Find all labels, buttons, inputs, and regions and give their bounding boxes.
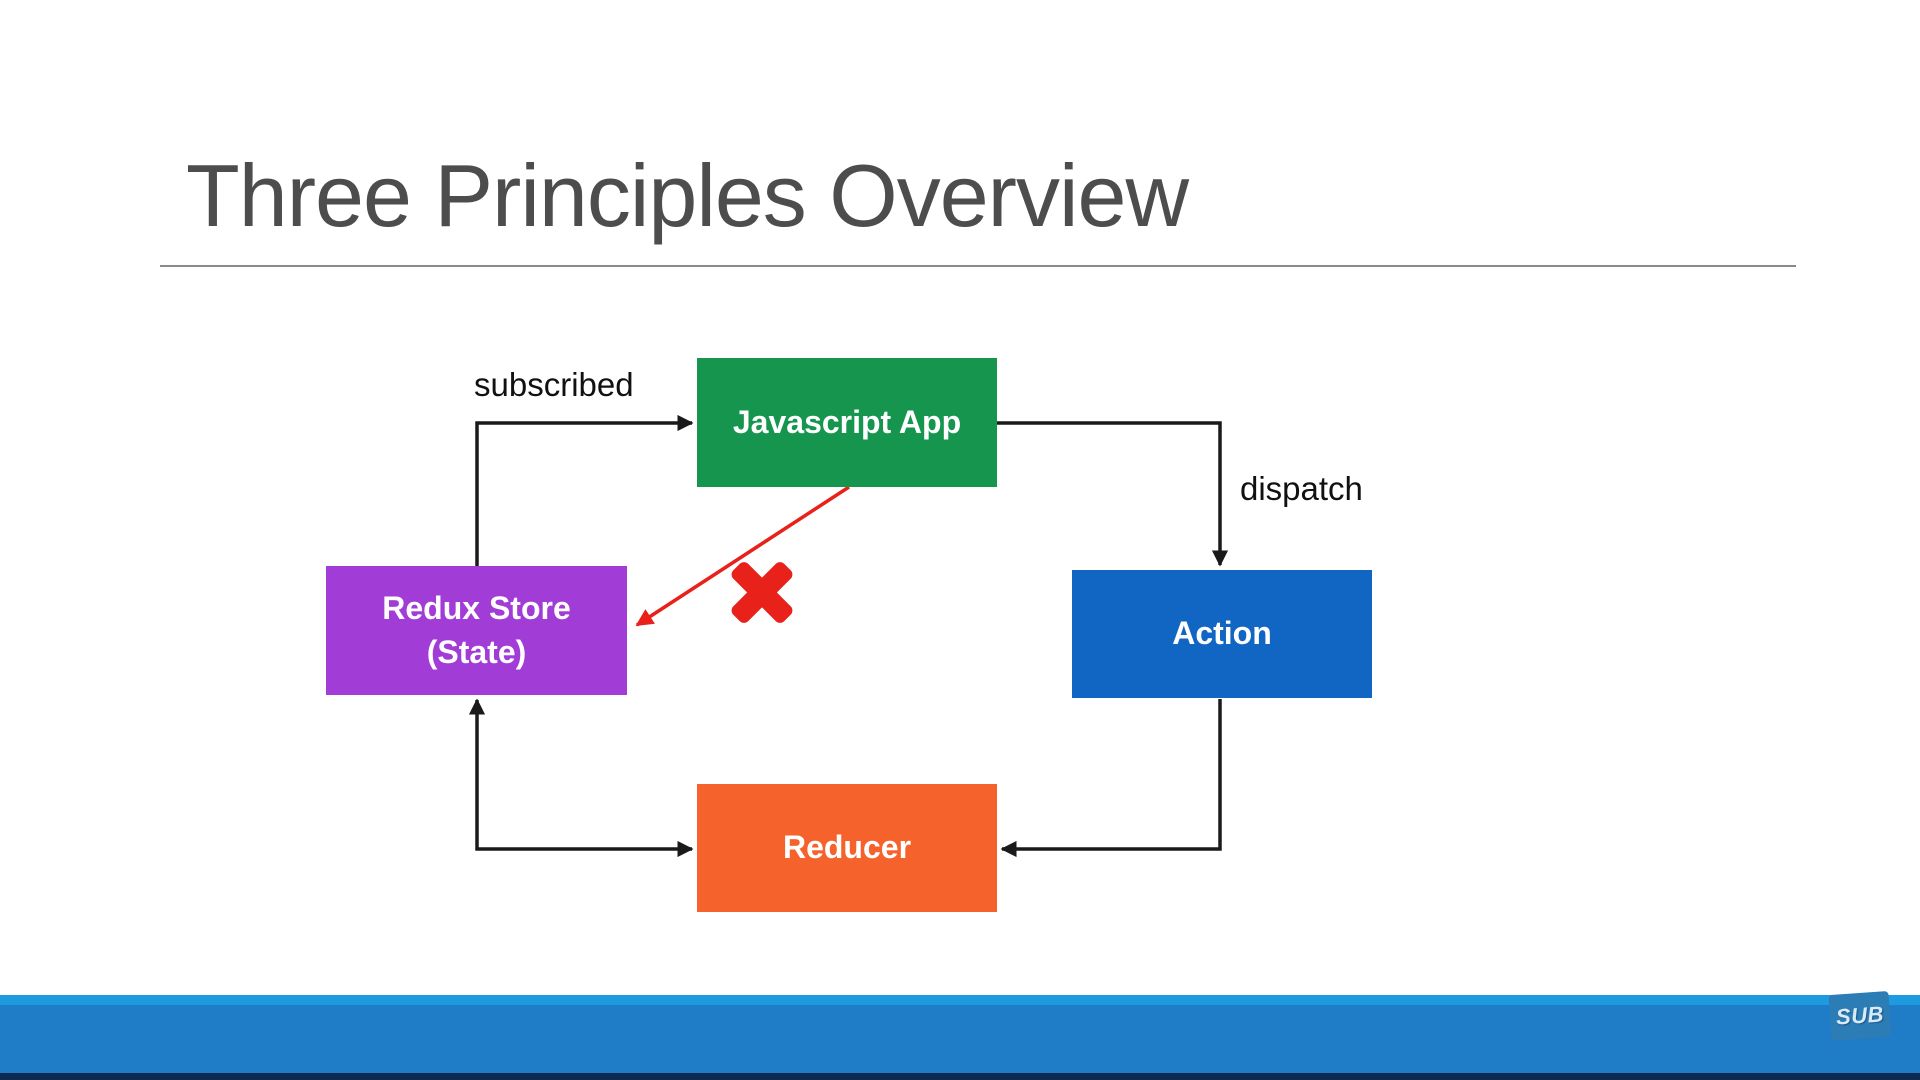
connector-subscribed (475, 414, 694, 568)
edge-label-subscribed: subscribed (474, 366, 634, 403)
connector-store-reducer (468, 698, 694, 858)
node-redux-store: Redux Store (State) (326, 566, 627, 695)
node-javascript-app-label: Javascript App (732, 403, 962, 440)
node-redux-store-label: Redux Store (State) (382, 590, 571, 670)
connector-dispatch (997, 421, 1229, 567)
connector-action-reducer (1000, 699, 1222, 858)
forbidden-x-icon (724, 554, 800, 630)
node-reducer-label: Reducer (782, 829, 912, 866)
node-action: Action (1072, 570, 1372, 698)
footer-accent-strip (0, 995, 1920, 1005)
title-underline (160, 265, 1796, 267)
slide-title: Three Principles Overview (186, 146, 1189, 245)
node-javascript-app: Javascript App (697, 358, 997, 487)
node-reducer: Reducer (697, 784, 997, 912)
footer-bar (0, 1005, 1920, 1073)
edge-label-dispatch: dispatch (1240, 470, 1363, 507)
footer-dark-strip (0, 1073, 1920, 1080)
sub-logo-text: SUB (1835, 1001, 1885, 1030)
sub-logo-badge: SUB (1828, 990, 1892, 1042)
node-action-label: Action (1172, 615, 1272, 652)
